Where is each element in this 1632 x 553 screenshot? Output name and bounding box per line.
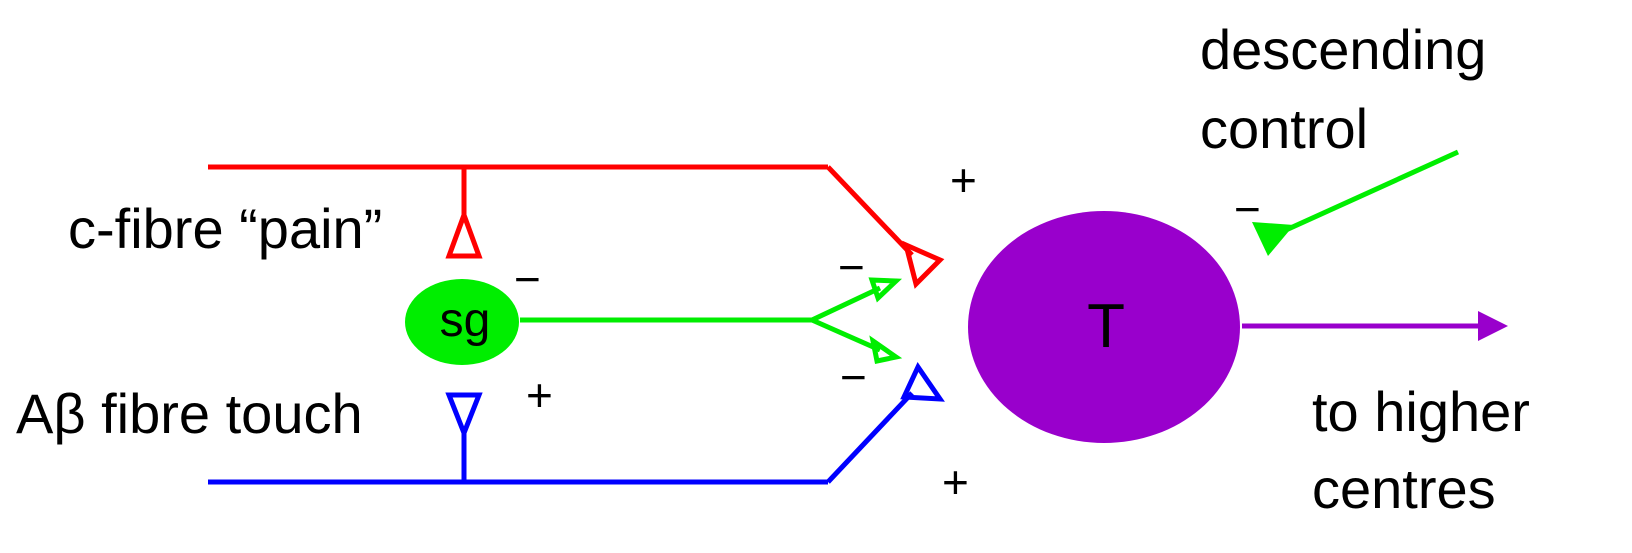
t-cell-label: T <box>1087 292 1125 361</box>
sg-to-t-lower-sign: − <box>840 351 867 403</box>
sg-to-c-sign: − <box>514 253 541 305</box>
ab-to-sg-sign: + <box>526 369 553 421</box>
c-fibre-descent <box>826 165 914 257</box>
ab-to-t-sign: + <box>942 456 969 508</box>
sg-pathway <box>520 277 903 364</box>
c-fibre-to-t-synapse-icon <box>902 240 945 289</box>
sg-cell <box>405 279 519 365</box>
c-fibre-pathway <box>208 164 945 289</box>
sg-to-t-upper-sign: − <box>838 241 865 293</box>
higher-centres-label-line2: centres <box>1312 457 1496 520</box>
t-cell <box>968 211 1240 443</box>
ab-fibre-pathway <box>208 361 945 485</box>
sg-upper-synapse-icon <box>868 277 903 303</box>
c-fibre-label: c-fibre “pain” <box>68 197 382 260</box>
ab-fibre-ascent <box>826 391 914 484</box>
sg-upper-branch <box>810 285 882 323</box>
ab-fibre-to-sg-synapse-icon <box>445 392 483 440</box>
ab-fibre-label: Aβ fibre touch <box>16 382 363 445</box>
sg-lower-synapse-icon <box>869 335 903 364</box>
higher-centres-label-line1: to higher <box>1312 380 1530 443</box>
descending-label-line2: control <box>1200 97 1368 160</box>
output-arrowhead-icon <box>1478 311 1508 341</box>
c-fibre-to-sg-synapse-icon <box>445 207 483 259</box>
sg-cell-label: sg <box>440 294 491 347</box>
descending-synapse-icon <box>1252 222 1294 256</box>
ab-fibre-to-t-synapse-icon <box>900 361 945 402</box>
descending-control-line <box>1284 149 1460 233</box>
descending-sign: − <box>1234 183 1261 235</box>
c-to-t-sign: + <box>950 154 977 206</box>
sg-lower-branch <box>810 317 882 353</box>
descending-label-line1: descending <box>1200 18 1486 81</box>
